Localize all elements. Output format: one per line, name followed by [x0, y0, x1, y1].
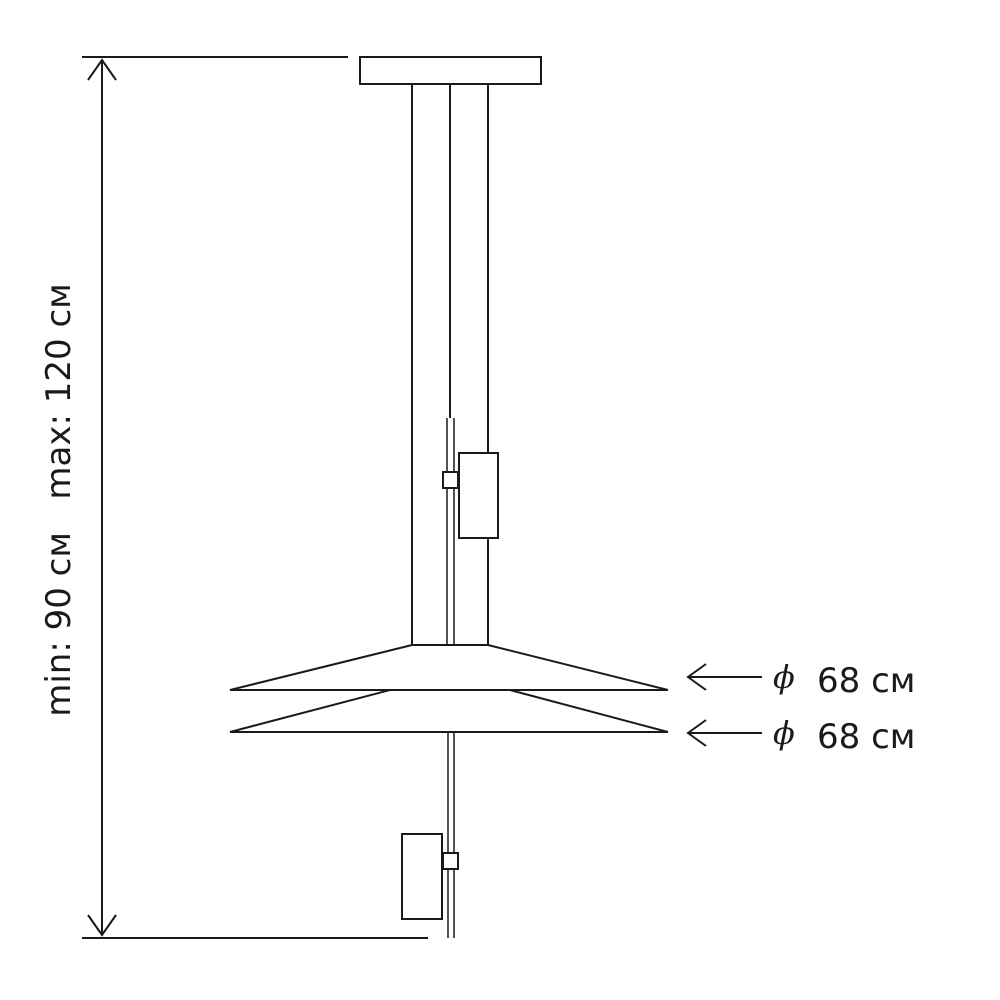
lower-diameter-value: 68 см [817, 717, 915, 757]
lower-shade [229, 689, 669, 733]
upper-counterweight [458, 452, 499, 539]
top-arrow-icon [87, 58, 117, 81]
height-label: min: 90 см max: 120 см [39, 283, 79, 717]
diameter-callout-upper: ϕ 68 см [686, 658, 915, 701]
upper-diameter-value: 68 см [817, 661, 915, 701]
lower-diameter-symbol: ϕ [773, 714, 795, 752]
height-dimension: min: 90 см max: 120 см [39, 56, 428, 939]
upper-shade [229, 644, 669, 691]
upper-clamp [442, 471, 459, 489]
upper-diameter-symbol: ϕ [773, 658, 795, 696]
pendant-lamp [229, 56, 669, 938]
upper-callout-arrow-icon [686, 663, 707, 691]
lower-counterweight [401, 833, 443, 920]
lower-clamp [442, 852, 459, 870]
bottom-arrow-icon [87, 914, 117, 937]
ceiling-canopy [359, 56, 542, 85]
lower-callout-arrow-icon [686, 719, 707, 747]
diameter-callout-lower: ϕ 68 см [686, 714, 915, 757]
